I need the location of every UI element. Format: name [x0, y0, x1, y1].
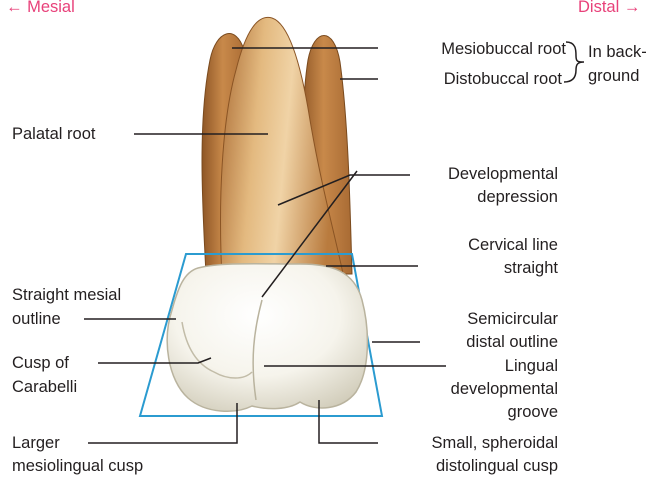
label-semicircular-distal-1: Semicircular	[467, 308, 558, 330]
label-distobuccal-root: Distobuccal root	[444, 68, 562, 90]
label-semicircular-distal-2: distal outline	[466, 331, 558, 353]
label-in-background-2: ground	[588, 65, 639, 87]
label-mesiobuccal-root: Mesiobuccal root	[441, 38, 566, 60]
label-in-background-1: In back-	[588, 41, 647, 63]
label-lingual-groove-1: Lingual	[505, 355, 558, 377]
label-straight-mesial-outline-2: outline	[12, 308, 61, 330]
label-developmental-depression-1: Developmental	[448, 163, 558, 185]
label-cusp-of-carabelli-2: Carabelli	[12, 376, 77, 398]
direction-mesial: ← Mesial	[6, 0, 75, 18]
label-palatal-root: Palatal root	[12, 123, 95, 145]
label-developmental-depression-2: depression	[477, 186, 558, 208]
label-cervical-line-2: straight	[504, 257, 558, 279]
label-lingual-groove-2: developmental	[451, 378, 558, 400]
label-larger-cusp-1: Larger	[12, 432, 60, 454]
label-cusp-of-carabelli-1: Cusp of	[12, 352, 69, 374]
label-cervical-line-1: Cervical line	[468, 234, 558, 256]
label-larger-cusp-2: mesiolingual cusp	[12, 455, 143, 477]
label-small-cusp-2: distolingual cusp	[436, 455, 558, 477]
background-brace	[564, 42, 584, 82]
crown-shape	[167, 264, 367, 412]
label-small-cusp-1: Small, spheroidal	[431, 432, 558, 454]
label-lingual-groove-3: groove	[508, 401, 558, 423]
direction-distal: Distal →	[578, 0, 640, 18]
label-straight-mesial-outline-1: Straight mesial	[12, 284, 121, 306]
